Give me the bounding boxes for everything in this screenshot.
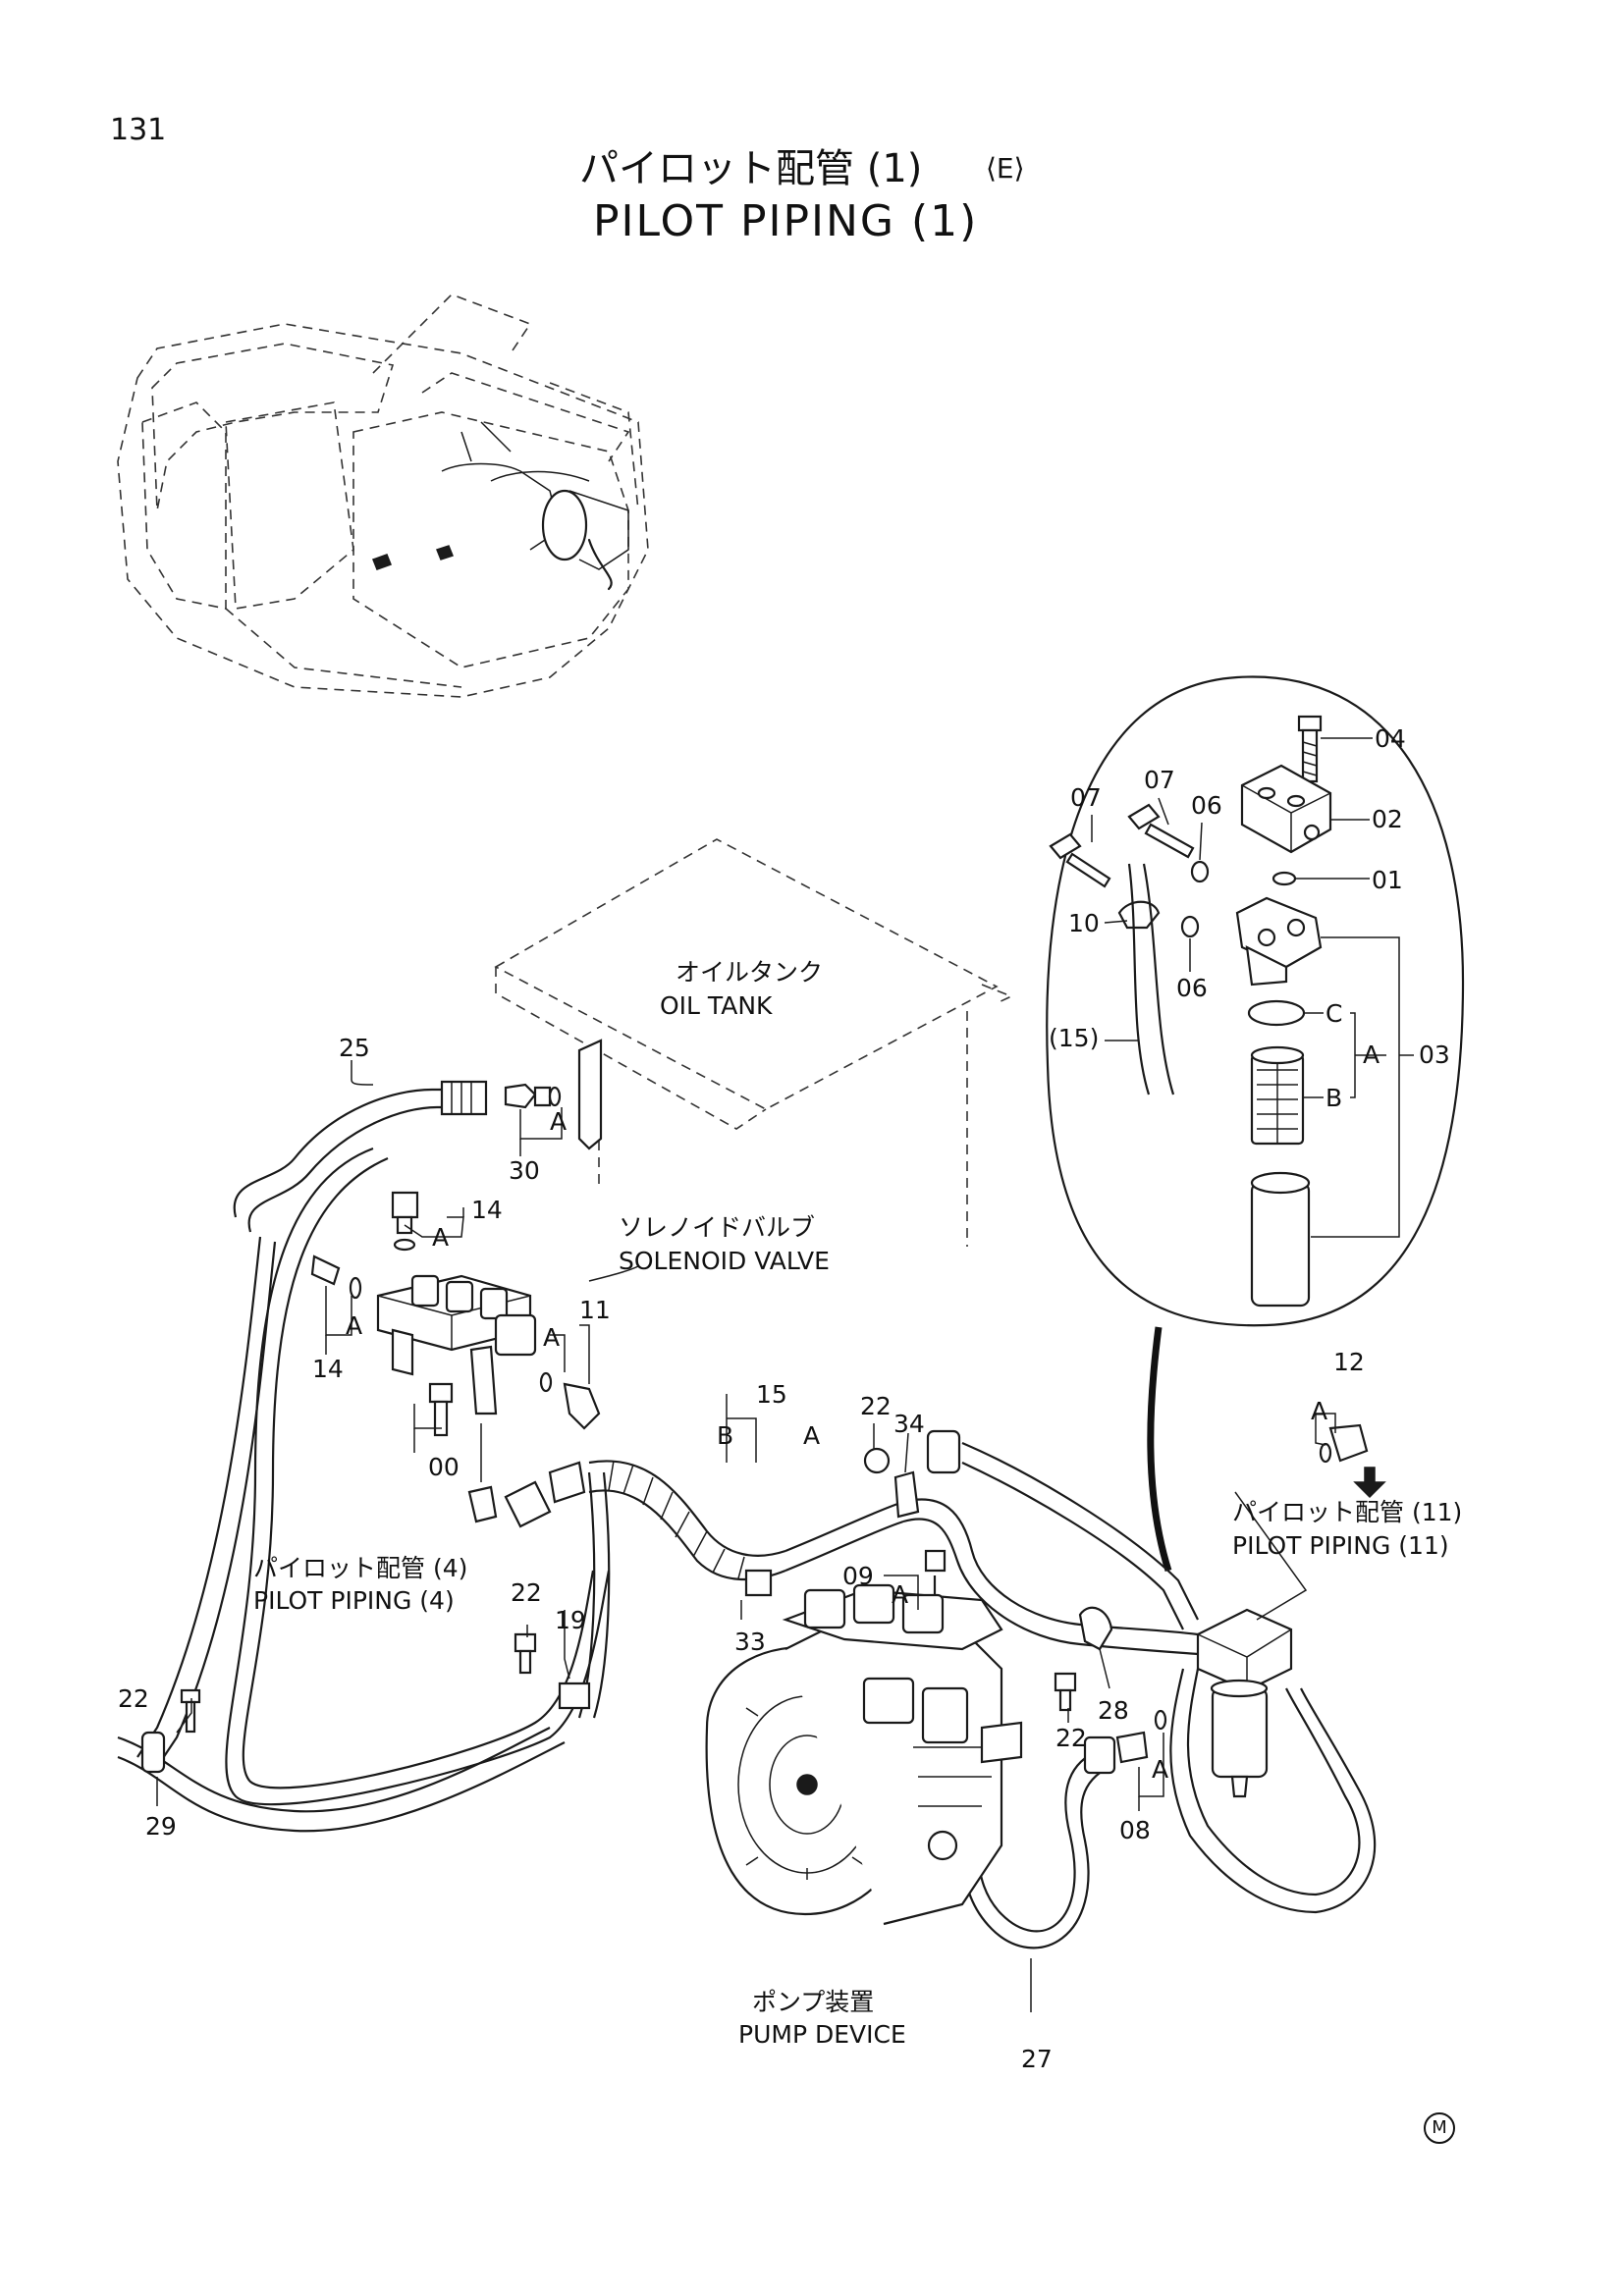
m-mark-icon: M [1424,2112,1455,2144]
caption-pilot4-jp: パイロット配管 (4) [253,1554,468,1582]
label-part: 10 [1068,909,1100,937]
label-part: 04 [1375,724,1406,753]
label-part: A [892,1580,909,1609]
label-part: 07 [1070,783,1102,812]
filter-detail [1046,675,1465,1573]
title-variant: ⟨E⟩ [986,152,1025,185]
title-english: PILOT PIPING (1) [593,196,979,246]
label-part: 22 [118,1684,149,1713]
label-part: 22 [860,1392,892,1420]
label-part: 02 [1372,805,1403,833]
label-part: B [1325,1084,1343,1112]
label-part: 14 [312,1355,344,1383]
caption-oil-tank-jp: オイルタンク [676,958,824,987]
label-part: A [432,1223,450,1252]
pump-device-drawing [705,1583,1023,1926]
label-part: 33 [734,1628,766,1656]
label-part: 22 [511,1578,542,1607]
label-part: 34 [893,1410,925,1438]
label-part: A [543,1323,561,1352]
caption-solenoid-en: SOLENOID VALVE [619,1247,830,1275]
label-part: 25 [339,1034,370,1062]
caption-pilot11-jp: パイロット配管 (11) [1232,1498,1463,1526]
label-part: A [346,1311,363,1340]
label-part: 29 [145,1812,177,1841]
oil-tank [494,838,1014,1247]
caption-oil-tank-en: OIL TANK [660,991,773,1020]
label-part: B [717,1421,734,1450]
label-part: A [1363,1041,1380,1069]
label-part: 12 [1333,1348,1365,1376]
label-part: A [803,1421,821,1450]
excavator-overview [117,294,649,698]
label-part: 01 [1372,866,1403,894]
label-part: (15) [1049,1024,1100,1052]
label-part: 03 [1419,1041,1450,1069]
label-part: 22 [1055,1724,1087,1752]
label-part: 14 [471,1196,503,1224]
caption-pilot4-en: PILOT PIPING (4) [253,1586,455,1615]
label-part: A [1152,1755,1169,1784]
label-part: 28 [1098,1696,1129,1725]
label-part: 15 [756,1380,787,1409]
label-part: 00 [428,1453,460,1481]
caption-solenoid-jp: ソレノイドバルブ [619,1213,816,1242]
label-part: 07 [1144,766,1175,794]
label-part: A [550,1107,568,1136]
label-part: 06 [1191,791,1222,820]
label-part: 19 [555,1606,586,1634]
main-piping [117,1060,1386,2012]
label-part: 30 [509,1156,540,1185]
label-part: 08 [1119,1816,1151,1844]
title-japanese: パイロット配管 (1) [579,146,923,191]
caption-pump-jp: ポンプ装置 [752,1988,875,2016]
page-number: 131 [110,113,167,147]
label-part: 09 [842,1562,874,1590]
caption-pilot11-en: PILOT PIPING (11) [1232,1531,1449,1560]
label-part: C [1325,999,1343,1028]
label-part: 11 [579,1296,611,1324]
caption-pump-en: PUMP DEVICE [738,2020,906,2049]
label-part: A [1311,1397,1328,1425]
label-part: 06 [1176,974,1208,1002]
label-part: 27 [1021,2045,1053,2073]
